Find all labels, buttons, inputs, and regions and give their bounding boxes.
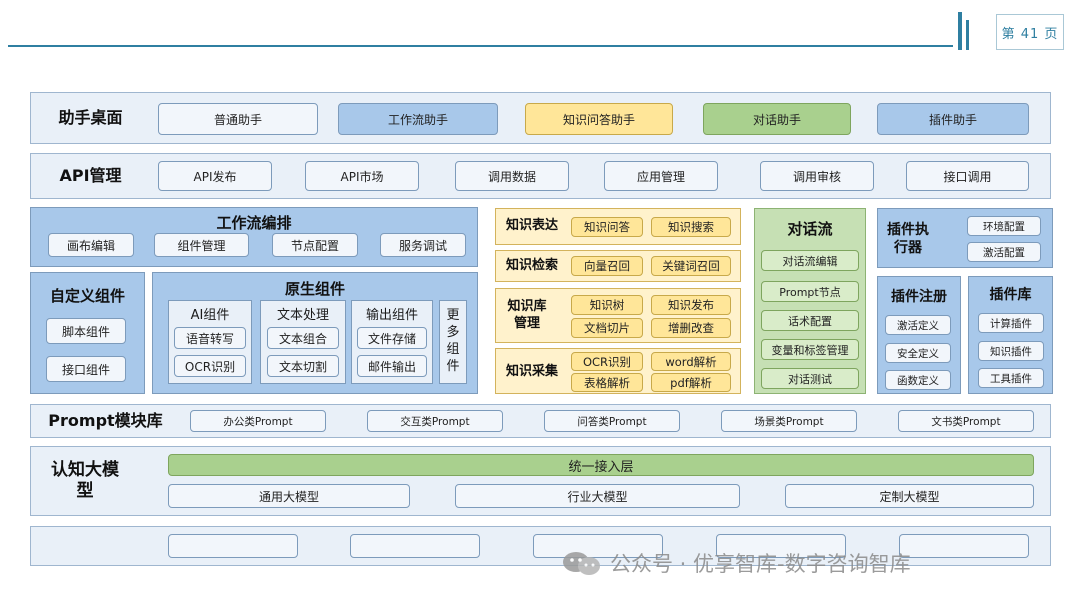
custom-components-title: 自定义组件 bbox=[49, 287, 125, 305]
item-service-debug[interactable]: 服务调试 bbox=[380, 233, 466, 257]
item-ocr-native[interactable]: OCR识别 bbox=[174, 355, 246, 377]
item-office-prompt[interactable]: 办公类Prompt bbox=[190, 410, 326, 432]
bottom-slot-3[interactable] bbox=[533, 534, 663, 558]
item-crud[interactable]: 增删改查 bbox=[651, 318, 731, 338]
item-table-parse[interactable]: 表格解析 bbox=[571, 373, 643, 392]
row-label-api: API管理 bbox=[59, 166, 122, 185]
item-vector-recall[interactable]: 向量召回 bbox=[571, 256, 643, 276]
item-interaction-prompt[interactable]: 交互类Prompt bbox=[367, 410, 503, 432]
dialog-flow-title: 对话流 bbox=[787, 220, 833, 238]
item-activation-config[interactable]: 激活配置 bbox=[967, 242, 1041, 262]
wechat-icon bbox=[562, 550, 602, 576]
item-pdf-parse[interactable]: pdf解析 bbox=[651, 373, 731, 392]
watermark-text: 公众号 · 优享智库-数字咨询智库 bbox=[610, 552, 911, 576]
item-keyword-recall[interactable]: 关键词召回 bbox=[651, 256, 731, 276]
item-app-manage[interactable]: 应用管理 bbox=[604, 161, 718, 191]
item-knowledge-publish[interactable]: 知识发布 bbox=[651, 295, 731, 315]
item-dialog-assistant[interactable]: 对话助手 bbox=[703, 103, 851, 135]
item-knowledge-search[interactable]: 知识搜索 bbox=[651, 217, 731, 237]
item-env-config[interactable]: 环境配置 bbox=[967, 216, 1041, 236]
watermark: 公众号 · 优享智库-数字咨询智库 bbox=[562, 548, 911, 578]
item-activation-define[interactable]: 激活定义 bbox=[885, 315, 951, 335]
plugin-executor-title: 插件执行器 bbox=[887, 222, 929, 257]
item-ocr-collect[interactable]: OCR识别 bbox=[571, 352, 643, 371]
header-bar-1 bbox=[958, 12, 962, 50]
row-label-prompt: Prompt模块库 bbox=[48, 411, 163, 430]
item-prompt-node[interactable]: Prompt节点 bbox=[761, 281, 859, 302]
ai-component-title: AI组件 bbox=[190, 308, 230, 323]
item-var-tag-manage[interactable]: 变量和标签管理 bbox=[761, 339, 859, 360]
knowledge-expression-title: 知识表达 bbox=[505, 218, 558, 233]
item-api-publish[interactable]: API发布 bbox=[158, 161, 272, 191]
row-label-model: 认知大模型 bbox=[51, 459, 119, 501]
item-script-config[interactable]: 话术配置 bbox=[761, 310, 859, 331]
item-knowledge-tree[interactable]: 知识树 bbox=[571, 295, 643, 315]
header-rule bbox=[8, 45, 953, 47]
output-component-title: 输出组件 bbox=[365, 308, 418, 323]
item-function-define[interactable]: 函数定义 bbox=[885, 370, 951, 390]
item-text-split[interactable]: 文本切割 bbox=[267, 355, 339, 377]
item-scene-prompt[interactable]: 场景类Prompt bbox=[721, 410, 857, 432]
item-knowledge-qa[interactable]: 知识问答 bbox=[571, 217, 643, 237]
page-number: 第 41 页 bbox=[996, 14, 1064, 50]
item-api-market[interactable]: API市场 bbox=[305, 161, 419, 191]
item-knowledge-plugin[interactable]: 知识插件 bbox=[978, 341, 1044, 361]
item-general-model[interactable]: 通用大模型 bbox=[168, 484, 410, 508]
item-file-storage[interactable]: 文件存储 bbox=[357, 327, 427, 349]
header-bar-2 bbox=[966, 20, 969, 50]
item-industry-model[interactable]: 行业大模型 bbox=[455, 484, 740, 508]
plugin-register-title: 插件注册 bbox=[891, 289, 947, 305]
item-speech-transcribe[interactable]: 语音转写 bbox=[174, 327, 246, 349]
item-plugin-assistant[interactable]: 插件助手 bbox=[877, 103, 1029, 135]
item-script-component[interactable]: 脚本组件 bbox=[46, 318, 126, 344]
knowledge-retrieval-title: 知识检索 bbox=[505, 258, 558, 273]
item-component-manage[interactable]: 组件管理 bbox=[154, 233, 249, 257]
workflow-title: 工作流编排 bbox=[216, 214, 292, 232]
item-doc-slice[interactable]: 文档切片 bbox=[571, 318, 643, 338]
item-dialog-test[interactable]: 对话测试 bbox=[761, 368, 859, 389]
item-canvas-edit[interactable]: 画布编辑 bbox=[48, 233, 134, 257]
item-dialog-edit[interactable]: 对话流编辑 bbox=[761, 250, 859, 271]
bottom-slot-4[interactable] bbox=[716, 534, 846, 558]
item-call-review[interactable]: 调用审核 bbox=[760, 161, 874, 191]
plugin-library-title: 插件库 bbox=[989, 287, 1032, 303]
item-calc-plugin[interactable]: 计算插件 bbox=[978, 313, 1044, 333]
item-word-parse[interactable]: word解析 bbox=[651, 352, 731, 371]
item-text-combine[interactable]: 文本组合 bbox=[267, 327, 339, 349]
more-components-label: 更多组件 bbox=[446, 308, 460, 374]
item-workflow-assistant[interactable]: 工作流助手 bbox=[338, 103, 498, 135]
bottom-slot-1[interactable] bbox=[168, 534, 298, 558]
item-call-data[interactable]: 调用数据 bbox=[455, 161, 569, 191]
item-qa-prompt[interactable]: 问答类Prompt bbox=[544, 410, 680, 432]
unified-access-layer[interactable]: 统一接入层 bbox=[168, 454, 1034, 476]
item-mail-output[interactable]: 邮件输出 bbox=[357, 355, 427, 377]
native-components-title: 原生组件 bbox=[284, 280, 345, 298]
item-interface-component[interactable]: 接口组件 bbox=[46, 356, 126, 382]
bottom-slot-2[interactable] bbox=[350, 534, 480, 558]
item-node-config[interactable]: 节点配置 bbox=[272, 233, 358, 257]
item-document-prompt[interactable]: 文书类Prompt bbox=[898, 410, 1034, 432]
item-normal-assistant[interactable]: 普通助手 bbox=[158, 103, 318, 135]
text-process-title: 文本处理 bbox=[276, 308, 329, 323]
item-custom-model[interactable]: 定制大模型 bbox=[785, 484, 1034, 508]
item-qa-assistant[interactable]: 知识问答助手 bbox=[525, 103, 673, 135]
more-components-box[interactable] bbox=[439, 300, 467, 384]
item-tool-plugin[interactable]: 工具插件 bbox=[978, 368, 1044, 388]
item-interface-call[interactable]: 接口调用 bbox=[906, 161, 1029, 191]
item-security-define[interactable]: 安全定义 bbox=[885, 343, 951, 363]
knowledge-collect-title: 知识采集 bbox=[505, 364, 558, 379]
row-label-assistant: 助手桌面 bbox=[58, 108, 123, 127]
bottom-slot-5[interactable] bbox=[899, 534, 1029, 558]
knowledge-base-title: 知识库管理 bbox=[507, 299, 547, 331]
